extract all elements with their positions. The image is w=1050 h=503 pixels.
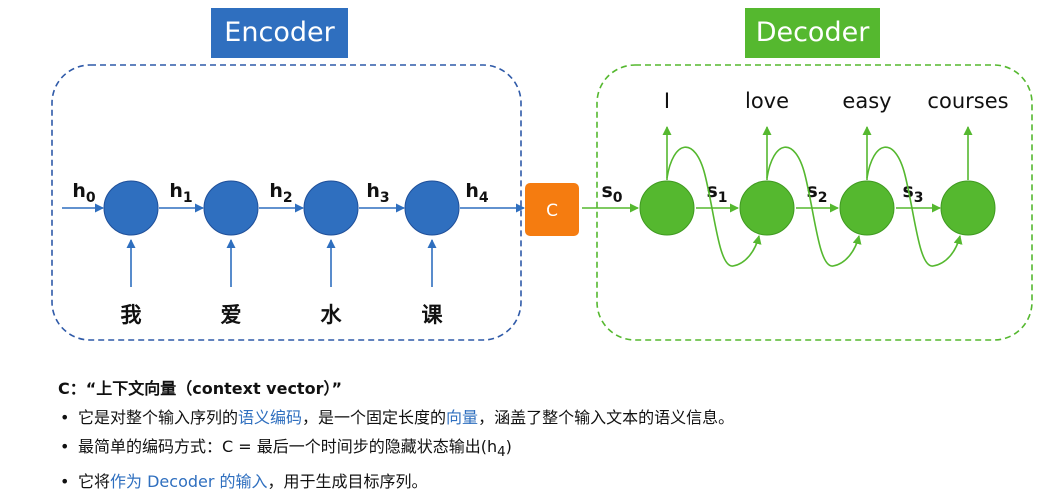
encoder-title: Encoder bbox=[211, 8, 348, 58]
decoder-label-s0: s0 bbox=[601, 180, 622, 206]
decoder-node-4 bbox=[940, 180, 996, 236]
notes-list: 它是对整个输入序列的语义编码，是一个固定长度的向量，涵盖了整个输入文本的语义信息… bbox=[58, 403, 1038, 496]
decoder-label-s1: s1 bbox=[706, 180, 727, 206]
notes-bullet-3: 它将作为 Decoder 的输入，用于生成目标序列。 bbox=[58, 467, 1038, 496]
encoder-node-4 bbox=[404, 180, 460, 236]
encoder-input-token: 课 bbox=[422, 303, 444, 327]
context-vector-label: C bbox=[546, 201, 558, 221]
encoder-node-3 bbox=[303, 180, 359, 236]
decoder-output-token: I bbox=[664, 89, 670, 113]
notes-section: C：“上下文向量（context vector）” 它是对整个输入序列的语义编码… bbox=[58, 374, 1038, 496]
decoder-output-token: courses bbox=[927, 89, 1008, 113]
decoder-title: Decoder bbox=[745, 8, 880, 58]
encoder-label-h0: h0 bbox=[72, 180, 96, 206]
decoder-node-2 bbox=[739, 180, 795, 236]
encoder-input-token: 爱 bbox=[221, 303, 242, 327]
decoder-label-s3: s3 bbox=[902, 180, 923, 206]
encoder-node-2 bbox=[203, 180, 259, 236]
decoder-output-token: love bbox=[745, 89, 789, 113]
encoder-label-h4: h4 bbox=[465, 180, 489, 206]
decoder-node-3 bbox=[839, 180, 895, 236]
notes-bullet-1: 它是对整个输入序列的语义编码，是一个固定长度的向量，涵盖了整个输入文本的语义信息… bbox=[58, 403, 1038, 432]
encoder-input-token: 水 bbox=[321, 303, 343, 327]
encoder-label-h2: h2 bbox=[269, 180, 292, 206]
context-vector-box bbox=[525, 183, 579, 236]
encoder-input-token: 我 bbox=[121, 303, 142, 327]
decoder-feedback-arrow-2 bbox=[766, 146, 862, 267]
decoder-node-1 bbox=[639, 180, 695, 236]
decoder-feedback-arrow-1 bbox=[666, 146, 762, 267]
decoder-output-token: easy bbox=[842, 89, 891, 113]
encoder-label-h1: h1 bbox=[169, 180, 192, 206]
notes-bullet-2: 最简单的编码方式：C = 最后一个时间步的隐藏状态输出(h4) bbox=[58, 432, 1038, 467]
decoder-box bbox=[596, 64, 1033, 341]
encoder-label-h3: h3 bbox=[366, 180, 389, 206]
encoder-box bbox=[51, 64, 522, 341]
notes-heading: C：“上下文向量（context vector）” bbox=[58, 379, 342, 398]
encoder-node-1 bbox=[103, 180, 159, 236]
decoder-feedback-arrow-3 bbox=[866, 146, 963, 267]
decoder-label-s2: s2 bbox=[806, 180, 827, 206]
